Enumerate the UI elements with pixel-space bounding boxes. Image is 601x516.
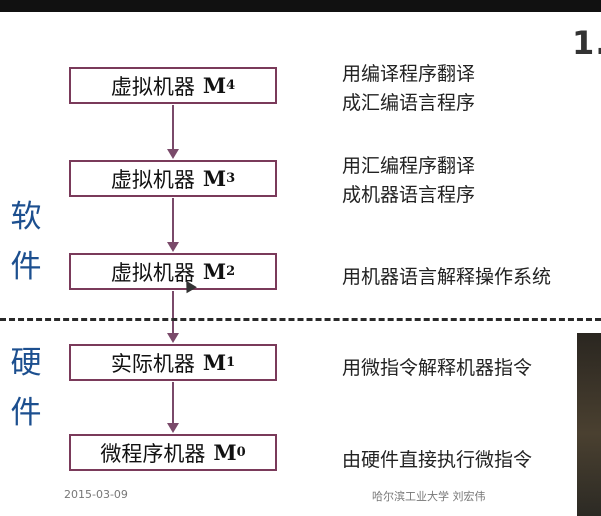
video-overlay xyxy=(577,333,601,516)
description-m1: 用微指令解释机器指令 xyxy=(342,354,532,383)
machine-letter: M xyxy=(202,259,227,284)
machine-subscript: 3 xyxy=(226,171,236,186)
machine-name: 实际机器 xyxy=(110,351,195,376)
machine-letter: M xyxy=(202,350,227,375)
down-arrow-icon xyxy=(166,198,180,253)
footer-organization: 哈尔滨工业大学 刘宏伟 xyxy=(372,490,486,503)
machine-subscript: 1 xyxy=(226,355,236,370)
description-m2: 用机器语言解释操作系统 xyxy=(342,263,551,292)
machine-name: 虚拟机器 xyxy=(110,167,195,192)
section-number: 1. xyxy=(572,24,601,62)
top-black-bar xyxy=(0,0,601,12)
side-char: 件 xyxy=(10,395,42,431)
down-arrow-icon xyxy=(166,382,180,434)
software-hardware-divider xyxy=(0,318,601,321)
down-arrow-icon xyxy=(166,105,180,160)
description-line: 用编译程序翻译 xyxy=(342,63,476,85)
machine-letter: M xyxy=(213,440,237,465)
description-line: 用汇编程序翻译 xyxy=(342,155,476,177)
machine-subscript: 4 xyxy=(226,78,236,93)
machine-subscript: 0 xyxy=(236,445,246,460)
description-m3: 用汇编程序翻译 成机器语言程序 xyxy=(342,152,475,210)
description-line: 成汇编语言程序 xyxy=(342,92,476,114)
machine-name: 虚拟机器 xyxy=(110,260,195,285)
description-m0: 由硬件直接执行微指令 xyxy=(342,446,532,475)
down-arrow-icon xyxy=(166,291,180,344)
description-line: 成机器语言程序 xyxy=(342,184,476,206)
software-label: 软 件 xyxy=(6,192,46,292)
side-char: 硬 xyxy=(10,345,42,381)
side-char: 软 xyxy=(10,199,42,235)
hardware-label: 硬 件 xyxy=(6,338,46,438)
machine-letter: M xyxy=(202,166,227,191)
machine-letter: M xyxy=(202,73,227,98)
description-m4: 用编译程序翻译 成汇编语言程序 xyxy=(342,60,475,118)
side-char: 件 xyxy=(10,249,42,285)
description-line: 由硬件直接执行微指令 xyxy=(342,449,533,471)
description-line: 用机器语言解释操作系统 xyxy=(342,266,552,288)
machine-name: 虚拟机器 xyxy=(110,74,195,99)
description-line: 用微指令解释机器指令 xyxy=(342,357,533,379)
machine-name: 微程序机器 xyxy=(100,441,206,466)
machine-subscript: 2 xyxy=(226,264,236,279)
footer-date: 2015-03-09 xyxy=(64,488,128,501)
